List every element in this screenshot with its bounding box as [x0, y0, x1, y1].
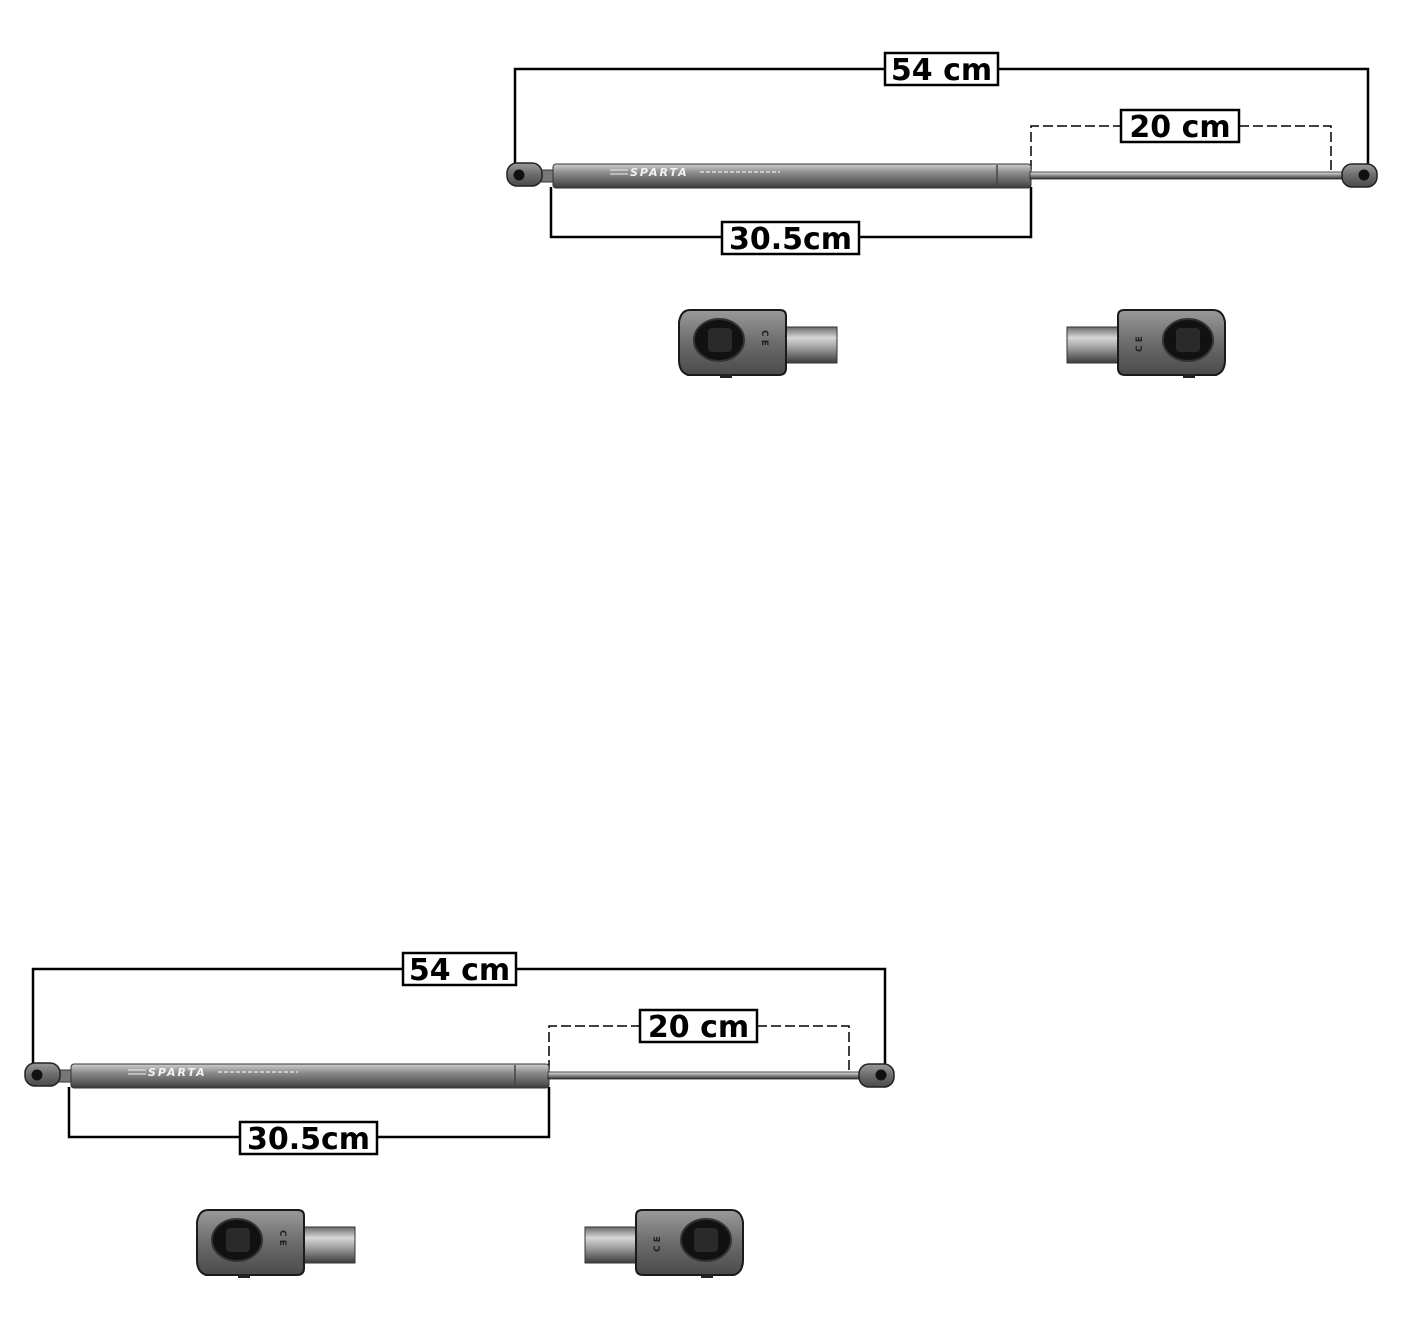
end-fitting-left [24, 1062, 61, 1087]
strut-cylinder [552, 163, 1032, 189]
fitting-detail-right: C E [584, 1209, 744, 1278]
gas-strut: SPARTA [506, 162, 1378, 189]
cylinder-logo: SPARTA [630, 166, 689, 179]
dimension-body: 30.5cm [549, 187, 1033, 257]
svg-text:C E: C E [759, 330, 769, 346]
dimension-overall: 54 cm [513, 51, 1370, 165]
dimension-rod: 20 cm [1030, 108, 1332, 170]
dimension-body: 30.5cm [67, 1087, 551, 1157]
strut-cylinder [70, 1063, 550, 1089]
assembly-top: 54 cm 20 cm 30.5cm SPARTA [506, 51, 1378, 378]
strut-rod [547, 1071, 861, 1080]
gas-strut: SPARTA [24, 1062, 895, 1089]
fitting-detail-left: C E [196, 1209, 356, 1278]
dimension-rod-label: 20 cm [1129, 110, 1230, 145]
fitting-detail-right: C E [1066, 309, 1226, 378]
svg-text:C E: C E [653, 1236, 663, 1252]
cylinder-logo: SPARTA [148, 1066, 207, 1079]
end-fitting-right [858, 1063, 895, 1088]
end-fitting-left [506, 162, 543, 187]
dimension-body-label: 30.5cm [729, 222, 852, 257]
strut-rod [1029, 171, 1343, 180]
end-fitting-right [1341, 163, 1378, 188]
dimension-rod-label: 20 cm [648, 1010, 749, 1045]
assembly-bottom: 54 cm 20 cm 30.5cm SPARTA [24, 951, 895, 1278]
dimension-overall: 54 cm [31, 951, 887, 1065]
svg-text:C E: C E [277, 1230, 287, 1246]
dimension-overall-label: 54 cm [891, 53, 992, 88]
dimension-overall-label: 54 cm [409, 953, 510, 988]
dimension-body-label: 30.5cm [247, 1122, 370, 1157]
svg-text:C E: C E [1135, 336, 1145, 352]
fitting-detail-left: C E [678, 309, 838, 378]
dimension-rod: 20 cm [548, 1008, 850, 1070]
